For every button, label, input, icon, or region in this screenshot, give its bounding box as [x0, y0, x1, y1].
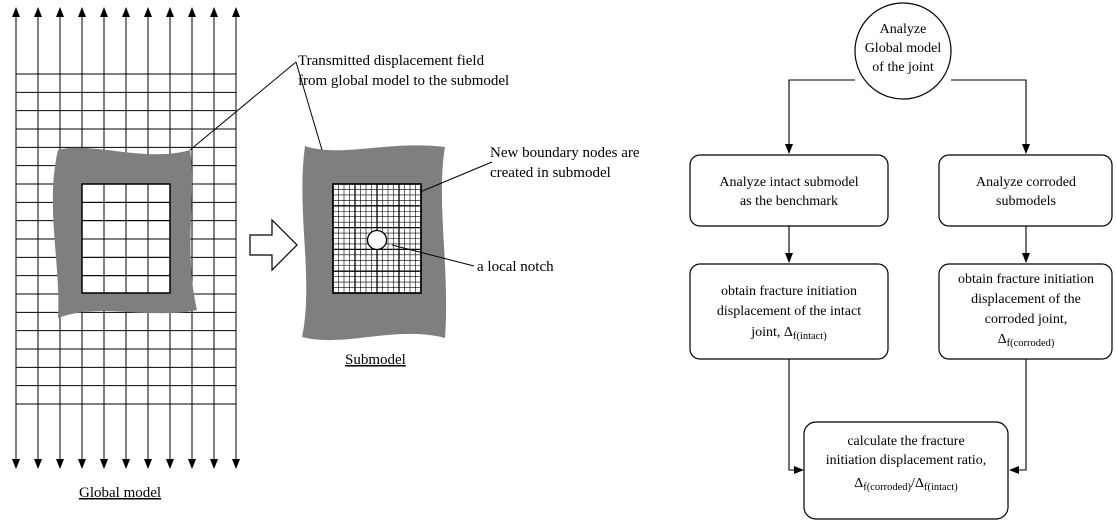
- flow-connectors: [785, 79, 1030, 474]
- start-node-line-2: Global model: [865, 41, 942, 56]
- ratio-symbol-denominator: Δ: [915, 476, 924, 491]
- ratio-subscript-denominator: f(intact): [924, 482, 958, 493]
- notch-annotation: a local notch: [477, 259, 554, 275]
- intact-analysis-line-1: Analyze intact submodel: [719, 175, 858, 190]
- corroded-analysis-box: [938, 154, 1113, 227]
- intact-result-line-2: displacement of the intact: [717, 304, 861, 319]
- corroded-result-symbol: Δ: [998, 332, 1007, 347]
- transmitted-annotation-line-2: from global model to the submodel: [298, 73, 509, 89]
- intact-result-line-3: joint, Δf(intact): [750, 325, 827, 342]
- submodel-boundary: [332, 183, 422, 294]
- boundary-annotation-line-2: created in submodel: [490, 165, 611, 181]
- corroded-result-subscript: f(corroded): [1007, 338, 1055, 349]
- ratio-line-3: Δf(corroded)/Δf(intact): [854, 476, 958, 493]
- corroded-analysis-line-2: submodels: [996, 194, 1056, 209]
- start-node: [854, 2, 952, 100]
- local-notch-icon: [366, 229, 388, 251]
- intact-analysis-line-2: as the benchmark: [740, 194, 838, 209]
- transmitted-annotation-line-1: Transmitted displacement field: [298, 53, 485, 69]
- transfer-arrow-icon: [249, 218, 298, 272]
- bottom-load-arrows: [12, 404, 240, 469]
- intact-result-line-1: obtain fracture initiation: [721, 284, 857, 299]
- ratio-line-1: calculate the fracture: [847, 434, 964, 449]
- flowchart: Analyze Global model of the joint Analyz…: [689, 2, 1113, 520]
- start-node-line-1: Analyze: [880, 22, 927, 37]
- intact-analysis-box: [689, 154, 889, 227]
- ratio-subscript-numerator: f(corroded): [863, 482, 911, 493]
- corroded-result-line-3: corroded joint,: [985, 312, 1067, 327]
- intact-result-prefix: joint, Δ: [750, 325, 793, 340]
- ratio-box: [803, 421, 1009, 520]
- submodel-caption: Submodel: [345, 352, 406, 368]
- boundary-annotation-line-1: New boundary nodes are: [490, 145, 640, 161]
- ratio-line-2: initiation displacement ratio,: [826, 453, 987, 468]
- global-model: [12, 7, 240, 469]
- global-model-caption: Global model: [79, 485, 161, 501]
- leader-lines: [189, 61, 493, 267]
- top-load-arrows: [12, 7, 240, 74]
- submodel: [302, 145, 447, 341]
- global-window-mesh: [81, 184, 170, 293]
- intact-result-box: [689, 263, 889, 360]
- corroded-result-line-2: displacement of the: [971, 292, 1081, 307]
- corroded-result-box: [938, 263, 1113, 360]
- corroded-result-line-4: Δf(corroded): [998, 332, 1055, 349]
- start-node-line-3: of the joint: [872, 60, 934, 75]
- corroded-result-line-1: obtain fracture initiation: [958, 272, 1094, 287]
- ratio-symbol-numerator: Δ: [854, 476, 863, 491]
- corroded-analysis-line-1: Analyze corroded: [976, 175, 1076, 190]
- ratio-slash: /: [911, 476, 915, 491]
- intact-result-subscript: f(intact): [793, 331, 827, 342]
- submodel-mesh: [332, 183, 422, 294]
